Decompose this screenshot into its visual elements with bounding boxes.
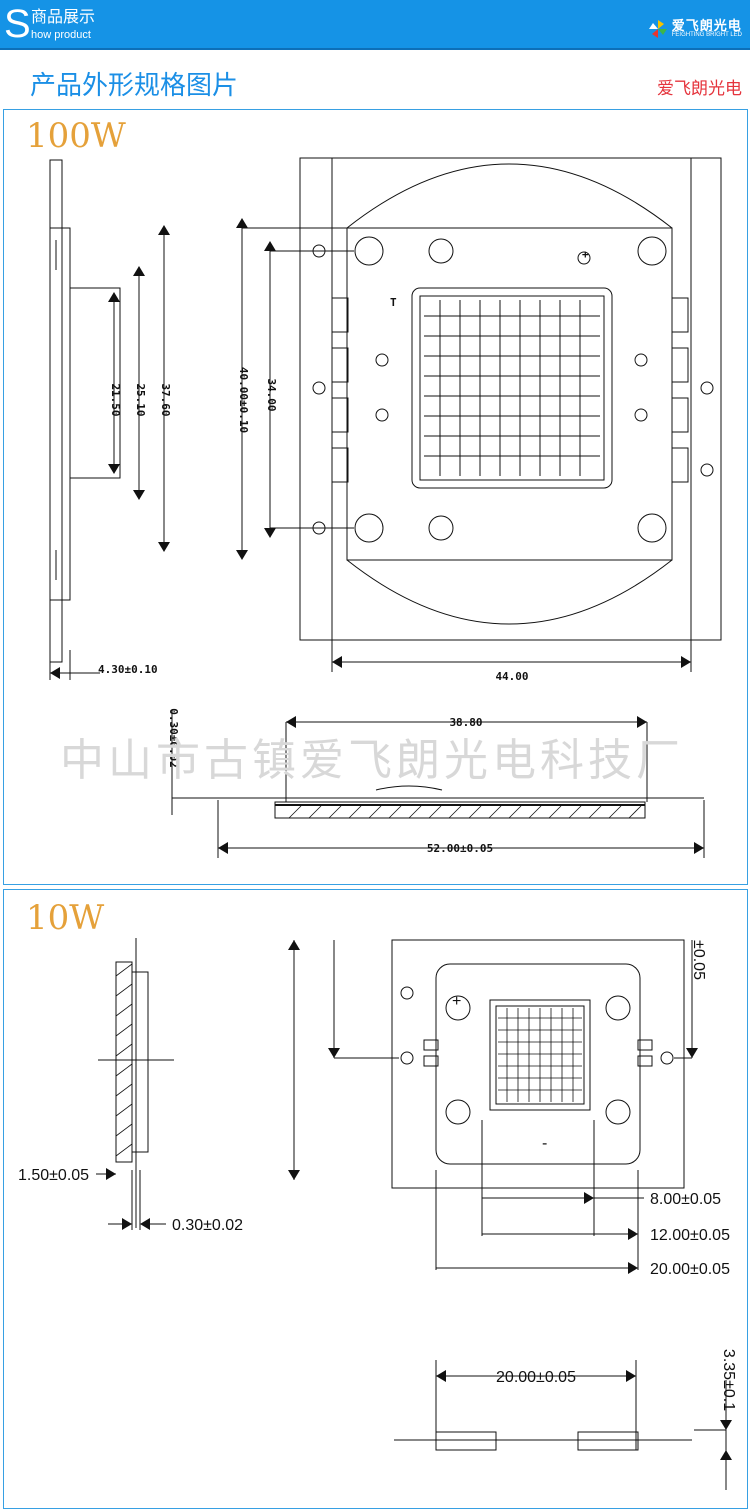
- logo-text-en: FEIGHTING BRIGHT LED: [671, 32, 742, 38]
- chip-frame: [411, 287, 613, 489]
- side-profile-10w: [115, 961, 133, 1163]
- dim-52-00: 52.00±0.05: [427, 842, 493, 855]
- brand-logo: 爱飞朗光电 FEIGHTING BRIGHT LED: [648, 18, 742, 40]
- dim-0-30: 0.30±0.02: [167, 708, 180, 768]
- dim-34-00: 34.00: [265, 378, 278, 411]
- hatch-pattern: [288, 805, 642, 819]
- watermark-text: 中山市古镇爱飞朗光电科技厂: [60, 736, 684, 785]
- plus-sign-10w: +: [452, 993, 461, 1010]
- dim-3-35: 3.35±0.1: [720, 1349, 737, 1411]
- header-title-en: how product: [31, 29, 91, 41]
- panel-10w: 1.50±0.05 0.30±0.02 ±0.05 8.00±0.05 12.0…: [3, 889, 748, 1509]
- header-title-cn: 商品展示: [31, 9, 96, 26]
- section-brand: 爱飞朗光电: [657, 79, 742, 98]
- dim-0-30-10w: 0.30±0.02: [172, 1217, 243, 1234]
- panel-100w: 4.30±0.10 21.50 25.10 37.60 40.00±0.10 3…: [3, 109, 748, 885]
- t-label: T: [390, 296, 397, 309]
- dim-20-00: 20.00±0.05: [650, 1261, 730, 1278]
- header-underline: [0, 48, 750, 50]
- dim-1-50: 1.50±0.05: [18, 1167, 89, 1184]
- mount-hole: [354, 236, 384, 266]
- side-profile-base: [49, 159, 63, 663]
- module-body: [346, 227, 673, 561]
- dim-38-80: 38.80: [449, 716, 482, 729]
- dim-21-50: 21.50: [109, 383, 122, 416]
- chip-grid: [424, 300, 600, 476]
- side-profile-layer: [61, 227, 71, 601]
- wattage-label-10w: 10W: [26, 898, 105, 938]
- module-frame-10w: [391, 939, 685, 1189]
- drawing-100w: 4.30±0.10 21.50 25.10 37.60 40.00±0.10 3…: [49, 157, 722, 858]
- dim-8-00: 8.00±0.05: [650, 1191, 721, 1208]
- minus-sign-10w: -: [542, 1135, 547, 1152]
- dim-40-00: 40.00±0.10: [237, 367, 250, 433]
- header-bar: S 商品展示 how product 爱飞朗光电 FEIGHTING BRIGH…: [0, 0, 750, 48]
- plus-sign: +: [582, 248, 589, 261]
- logo-text-cn: 爱飞朗光电: [671, 18, 742, 33]
- wattage-label-100w: 100W: [26, 116, 126, 156]
- dim-20-00-b: 20.00±0.05: [496, 1369, 576, 1386]
- hatch-10w: [115, 963, 133, 1157]
- dim-12-00: 12.00±0.05: [650, 1227, 730, 1244]
- dim-25-10: 25.10: [134, 383, 147, 416]
- section-title: 产品外形规格图片: [30, 70, 239, 100]
- round-top-arc: [346, 163, 673, 229]
- pinwheel-logo-icon: [648, 20, 667, 38]
- dim-44-00: 44.00: [495, 670, 528, 683]
- header-big-letter: S: [4, 2, 31, 46]
- top-view-frame: [299, 157, 722, 641]
- dim-0-05: ±0.05: [690, 940, 707, 980]
- side-profile-lens: [69, 287, 121, 479]
- drawing-10w: 1.50±0.05 0.30±0.02 ±0.05 8.00±0.05 12.0…: [18, 938, 737, 1490]
- chip-grid-10w: [498, 1008, 582, 1102]
- dim-4-30: 4.30±0.10: [98, 663, 158, 676]
- dim-37-60: 37.60: [159, 383, 172, 416]
